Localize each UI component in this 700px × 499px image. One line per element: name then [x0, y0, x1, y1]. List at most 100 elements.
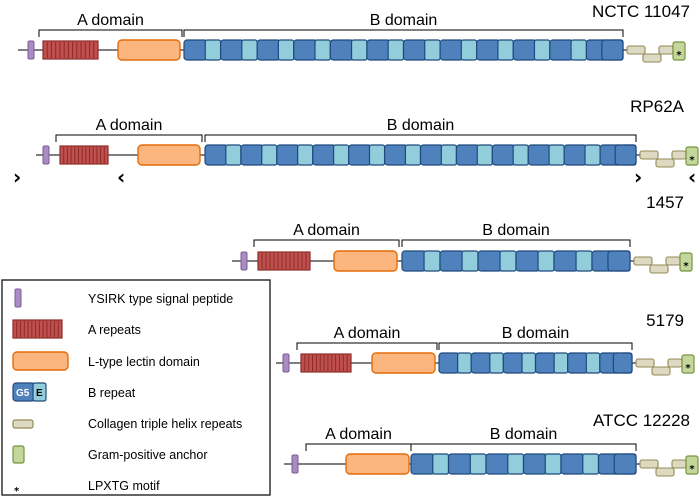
a-repeats-block	[59, 145, 109, 165]
collagen-repeat	[655, 467, 675, 477]
b-repeat-e	[297, 144, 314, 166]
strain-label-atcc-12228: ATCC 12228	[593, 411, 690, 430]
b-repeat-e	[489, 352, 504, 374]
b-repeat-g5	[276, 144, 301, 166]
b-repeat-g5	[560, 453, 586, 475]
b-repeat-e	[350, 39, 368, 61]
b-repeat-g5	[419, 144, 444, 166]
legend-label-lpxtg: LPXTG motif	[88, 479, 160, 493]
collagen-repeat-icon	[12, 419, 34, 429]
b-repeat-e-text: E	[36, 388, 43, 399]
a-domain-bracket	[55, 134, 203, 142]
a-domain-label: A domain	[293, 222, 360, 239]
lpxtg-motif-star: *	[689, 464, 695, 475]
b-domain-label: B domain	[482, 222, 550, 239]
strain-label-1457: 1457	[646, 193, 684, 212]
gram-positive-anchor	[679, 252, 693, 272]
collagen-repeat	[658, 45, 674, 55]
b-repeat-e	[368, 144, 386, 166]
lectin-domain	[371, 352, 436, 374]
legend-label-anchor: Gram-positive anchor	[88, 448, 208, 462]
b-repeat-g5	[256, 39, 281, 61]
b-domain-label: B domain	[502, 325, 570, 342]
b-repeat-e	[424, 39, 441, 61]
ysirk-signal-peptide	[27, 40, 35, 60]
strain-label-5179: 5179	[646, 311, 684, 330]
lectin-domain-icon	[12, 351, 69, 371]
a-domain-label: A domain	[77, 12, 144, 29]
b-repeat-g5	[447, 453, 473, 475]
gram-positive-anchor	[685, 455, 699, 475]
b-repeat-g5	[348, 144, 373, 166]
strain-label-nctc-11047: NCTC 11047	[592, 2, 690, 21]
lectin-domain	[137, 144, 201, 166]
collagen-repeat	[655, 158, 675, 168]
protein-row: A domain B domain *	[18, 12, 686, 63]
b-repeat-e	[575, 250, 593, 272]
b-domain-label: B domain	[370, 12, 438, 29]
gram-positive-anchor	[681, 354, 695, 374]
b-repeat-e	[204, 39, 222, 61]
a-domain-bracket	[38, 29, 183, 37]
lectin-domain	[345, 453, 410, 475]
b-repeat-g5	[563, 144, 588, 166]
b-repeat-g5	[312, 144, 337, 166]
b-repeat-g5	[240, 144, 265, 166]
collagen-repeat	[671, 150, 687, 160]
protein-rows: A domain B domain * A domain B domain * A doma…	[18, 12, 699, 477]
lpxtg-motif-star: *	[683, 261, 689, 272]
b-repeat-g5	[515, 250, 541, 272]
b-domain-label: B domain	[490, 426, 558, 443]
collagen-repeat	[639, 150, 659, 160]
b-repeat-g5	[534, 352, 557, 374]
ysirk-icon	[14, 288, 22, 308]
b-repeat-e	[457, 352, 472, 374]
b-repeat-g5	[329, 39, 355, 61]
b-repeat-e	[533, 39, 551, 61]
chevron-right-icon: ›	[634, 165, 642, 189]
b-repeat-g5-end	[612, 352, 633, 374]
b-repeat-g5	[522, 453, 548, 475]
b-repeat-g5	[219, 39, 245, 61]
collagen-repeat	[633, 256, 653, 266]
a-domain-label: A domain	[96, 117, 163, 134]
b-repeat-e	[225, 144, 242, 166]
b-repeat-e	[261, 144, 278, 166]
b-repeat-g5	[476, 39, 501, 61]
b-repeat-g5-end	[613, 453, 637, 475]
collagen-repeat	[642, 53, 662, 63]
b-repeat-g5	[410, 453, 436, 475]
b-repeat-g5	[439, 39, 464, 61]
b-repeat-g5-end	[614, 144, 637, 166]
collagen-repeat	[671, 459, 687, 469]
legend: YSIRK type signal peptide A repeats L-ty…	[1, 279, 271, 497]
collagen-repeat	[639, 459, 659, 469]
anchor-icon	[12, 445, 25, 464]
collagen-repeat	[635, 358, 655, 368]
b-repeat-g5	[204, 144, 229, 166]
chevron-left-icon: ‹	[688, 165, 696, 189]
b-repeat-g5	[439, 250, 465, 272]
b-repeat-g5	[512, 39, 538, 61]
b-repeat-e	[507, 453, 525, 475]
b-repeat-e	[512, 144, 529, 166]
b-repeat-g5	[527, 144, 552, 166]
b-domain-bracket	[410, 443, 637, 451]
lpxtg-motif-star: *	[685, 363, 691, 374]
b-repeat-e	[332, 144, 350, 166]
b-repeat-g5-end	[607, 250, 631, 272]
lpxtg-motif-star: *	[676, 50, 682, 61]
lectin-domain	[117, 39, 181, 61]
ysirk-signal-peptide	[42, 145, 50, 165]
b-repeat-g5	[383, 144, 409, 166]
a-repeats-block	[300, 353, 352, 373]
b-repeat-e	[521, 352, 537, 374]
b-repeat-g5	[553, 250, 579, 272]
collagen-repeat	[667, 358, 683, 368]
collagen-repeat	[665, 256, 681, 266]
a-domain-bracket	[296, 342, 438, 350]
b-repeat-e	[241, 39, 258, 61]
